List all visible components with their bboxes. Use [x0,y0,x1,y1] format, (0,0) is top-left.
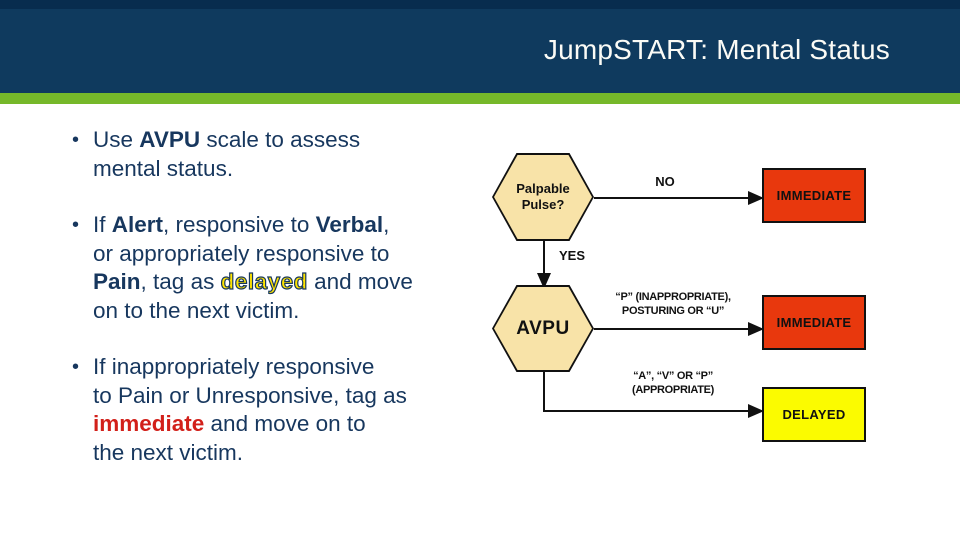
text-run: or appropriately responsive to [93,240,390,266]
bullet-item: • If inappropriately responsive to Pain or… [72,353,496,467]
page-title: JumpSTART: Mental Status [543,33,890,65]
hexagon-avpu: AVPU [492,285,594,372]
text-run: , tag as [140,269,221,294]
text-run: mental status. [93,155,234,181]
text-run: and move on to [204,411,366,436]
bullet-text: If inappropriately responsive to Pain or … [93,353,496,467]
bullet-dot: • [72,356,80,378]
box-delayed: DELAYED [762,387,866,442]
box-immediate-1: IMMEDIATE [762,168,866,223]
edge-label-appropriate: “A”, “V” OR “P” (APPROPRIATE) [631,370,715,396]
box-immediate-2: IMMEDIATE [762,295,866,350]
edge-label-no: NO [655,174,675,189]
bullet-text: If Alert, responsive to Verbal, or approp… [93,211,496,325]
bullet-text: Use AVPU scale to assess mental status. [93,126,496,183]
text-run: Verbal [315,212,384,237]
accent-stripe [0,93,960,104]
text-run: If inappropriately responsive [93,354,375,379]
text-run: the next victim. [93,439,244,465]
hexagon-palpable-pulse-label: Palpable Pulse? [494,155,592,239]
text-run: immediate [93,411,205,436]
text-run: Alert [111,212,164,237]
bullet-item: • If Alert, responsive to Verbal, or appro… [72,211,496,325]
edge-label-inappropriate: “P” (INAPPROPRIATE), POSTURING OR “U” [615,291,731,317]
text-run: , [383,212,390,237]
text-run: to Pain or Unresponsive, tag as [93,382,407,408]
text-run: Pain [93,269,141,294]
text-run: AVPU [139,127,201,152]
arrow-appropriate [543,371,764,418]
bullet-dot: • [72,214,80,236]
edge-label-yes: YES [558,248,585,263]
text-run: If [93,212,112,237]
text-run: , responsive to [163,212,316,237]
text-run: and move [307,269,413,294]
text-run: Use [93,127,140,152]
bullet-item: • Use AVPU scale to assess mental status. [72,126,496,183]
text-run: delayed [220,268,308,294]
text-run: scale to assess [200,127,361,152]
header-bar: JumpSTART: Mental Status [0,0,960,93]
bullet-dot: • [72,129,80,151]
hexagon-avpu-label: AVPU [494,287,592,370]
hexagon-palpable-pulse: Palpable Pulse? [492,153,594,241]
text-run: on to the next victim. [93,297,300,323]
